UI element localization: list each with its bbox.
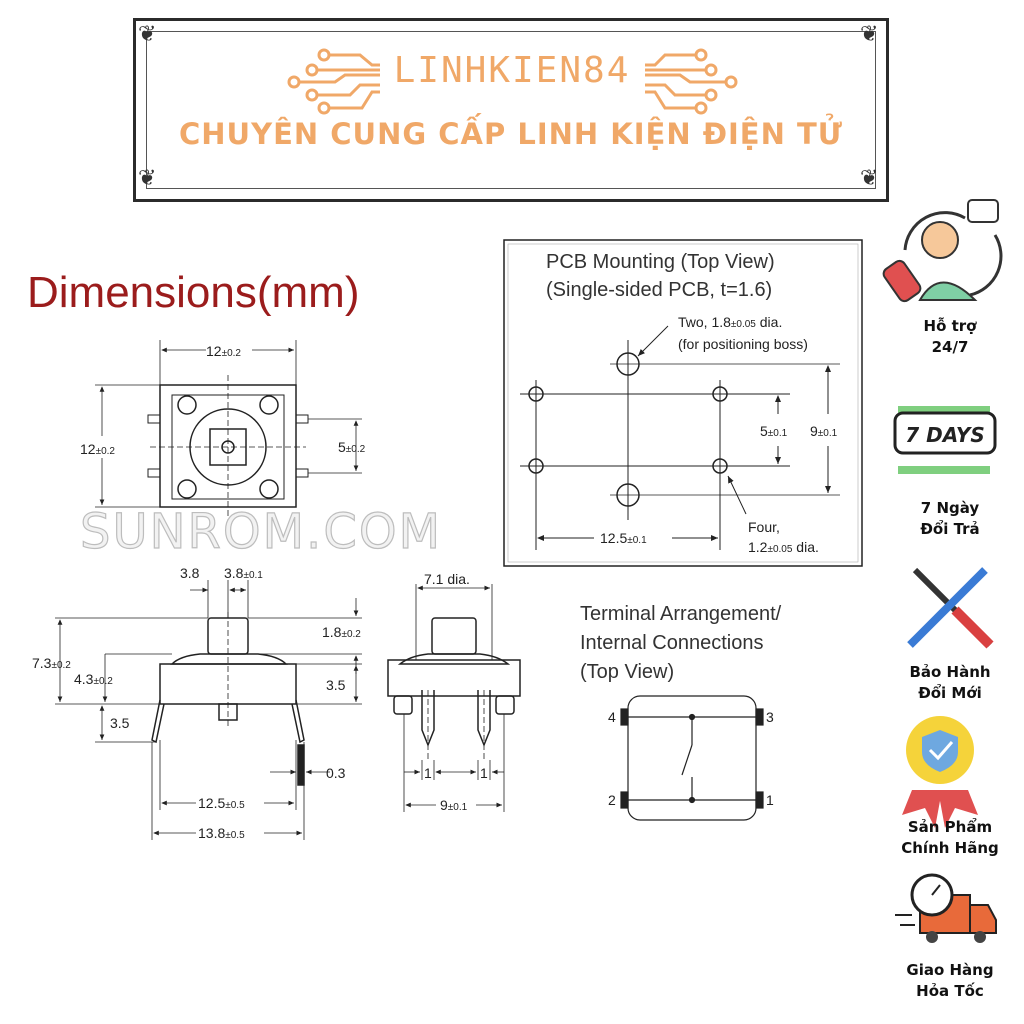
terminal-4: 4 bbox=[608, 709, 616, 725]
side-total-label: 7.3±0.2 bbox=[32, 655, 71, 671]
front-view bbox=[387, 584, 521, 812]
pcb-dim-c: 12.5±0.1 bbox=[600, 530, 647, 546]
sidebar-label: 24/7 bbox=[931, 338, 969, 356]
support-agent-icon bbox=[882, 199, 1003, 303]
tools-icon bbox=[907, 567, 994, 649]
top-pitch-label: 5±0.2 bbox=[338, 439, 366, 455]
sidebar-item-genuine: Sản Phẩm Chính Hãng bbox=[880, 817, 1020, 859]
front-span-label: 9±0.1 bbox=[440, 797, 468, 813]
brand-name: LINHKIEN84 bbox=[393, 50, 631, 91]
sidebar-label: Đổi Trả bbox=[920, 520, 980, 538]
sidebar-label: 7 Ngày bbox=[920, 499, 980, 517]
circuit-right-icon bbox=[645, 48, 738, 115]
front-p2-label: 1 bbox=[480, 765, 488, 781]
sidebar-label: Hỗ trợ bbox=[923, 317, 977, 335]
brand-row: LINHKIEN84 bbox=[0, 50, 1024, 91]
side-lead-label: 3.5 bbox=[326, 677, 346, 693]
sidebar-label: Đổi Mới bbox=[918, 684, 982, 702]
side-b-label: 3.8±0.1 bbox=[224, 565, 263, 581]
front-dia-label: 7.1 dia. bbox=[424, 571, 470, 587]
terminal-title3: (Top View) bbox=[580, 661, 674, 683]
pcb-note2b: 1.2±0.05 dia. bbox=[748, 539, 819, 555]
side-span2-label: 13.8±0.5 bbox=[198, 825, 245, 841]
sidebar-item-warranty: Bảo Hành Đổi Mới bbox=[880, 662, 1020, 704]
header-inner-border bbox=[146, 31, 876, 189]
sidebar-item-support: Hỗ trợ 24/7 bbox=[880, 316, 1020, 358]
brand-tagline: CHUYÊN CUNG CẤP LINH KIỆN ĐIỆN TỬ bbox=[179, 117, 843, 151]
side-span1-label: 12.5±0.5 bbox=[198, 795, 245, 811]
side-lead2-label: 3.5 bbox=[110, 715, 130, 731]
watermark: SUNROM.COM bbox=[80, 504, 442, 560]
dimensions-title: Dimensions(mm) bbox=[27, 268, 360, 317]
corner-ornament-icon: ❦ bbox=[138, 166, 157, 191]
top-width-label: 12±0.2 bbox=[206, 343, 241, 359]
pcb-drawing bbox=[520, 325, 840, 550]
side-pin-label: 0.3 bbox=[326, 765, 346, 781]
terminal-title1: Terminal Arrangement/ bbox=[580, 603, 782, 625]
pcb-note1a: Two, 1.8±0.05 dia. bbox=[678, 314, 782, 330]
corner-ornament-icon: ❦ bbox=[138, 22, 157, 47]
fast-delivery-icon bbox=[895, 873, 997, 943]
svg-text:7 DAYS: 7 DAYS bbox=[905, 423, 985, 447]
pcb-dim-a: 5±0.1 bbox=[760, 423, 788, 439]
pcb-title: PCB Mounting (Top View) bbox=[546, 251, 775, 273]
sidebar-label: Giao Hàng bbox=[906, 961, 994, 979]
pcb-subtitle: (Single-sided PCB, t=1.6) bbox=[546, 279, 772, 301]
sidebar-label: Sản Phẩm bbox=[907, 818, 993, 836]
side-a-label: 3.8 bbox=[180, 565, 200, 581]
genuine-badge-icon bbox=[902, 716, 978, 828]
sidebar-label: Bảo Hành bbox=[909, 663, 991, 681]
corner-ornament-icon: ❦ bbox=[860, 166, 879, 191]
side-cap-label: 1.8±0.2 bbox=[322, 624, 361, 640]
circuit-left-icon bbox=[287, 48, 380, 115]
side-view bbox=[55, 580, 362, 840]
pcb-note1b: (for positioning boss) bbox=[678, 336, 808, 352]
seven-days-icon: 7 DAYS bbox=[893, 406, 997, 474]
terminal-schematic bbox=[620, 695, 764, 821]
corner-ornament-icon: ❦ bbox=[860, 22, 879, 47]
sidebar-label: Hỏa Tốc bbox=[916, 982, 984, 1000]
header-frame bbox=[133, 18, 889, 202]
front-p1-label: 1 bbox=[424, 765, 432, 781]
top-view bbox=[95, 340, 362, 520]
terminal-3: 3 bbox=[766, 709, 774, 725]
pcb-mounting-box bbox=[503, 239, 863, 567]
side-body-label: 4.3±0.2 bbox=[74, 671, 113, 687]
pcb-note2a: Four, bbox=[748, 519, 780, 535]
sidebar-item-delivery: Giao Hàng Hỏa Tốc bbox=[880, 960, 1020, 1002]
terminal-2: 2 bbox=[608, 792, 616, 808]
sidebar-item-returns: 7 Ngày Đổi Trả bbox=[880, 498, 1020, 540]
pcb-dim-b: 9±0.1 bbox=[810, 423, 838, 439]
top-height-label: 12±0.2 bbox=[80, 441, 115, 457]
terminal-1: 1 bbox=[766, 792, 774, 808]
terminal-title2: Internal Connections bbox=[580, 632, 763, 654]
sidebar-label: Chính Hãng bbox=[901, 839, 999, 857]
